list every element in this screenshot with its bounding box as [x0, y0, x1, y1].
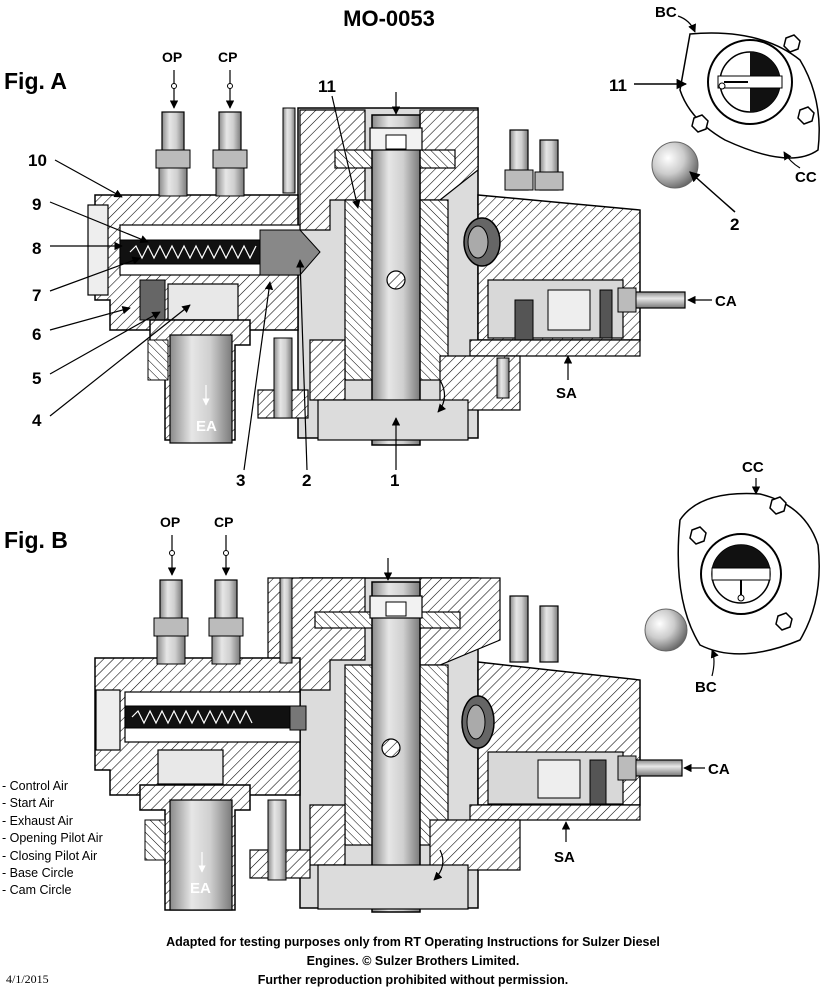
callout-8: 8 — [32, 239, 41, 258]
fig-a-callouts: 1 2 3 4 5 6 7 8 9 10 11 — [28, 77, 401, 490]
legend-item-start-air: - Start Air — [2, 796, 55, 811]
fig-a-label: Fig. A — [4, 68, 67, 94]
fig-b-port-op: OP — [160, 514, 180, 530]
fig-b: Fig. B CA SA — [4, 459, 820, 913]
callout-3: 3 — [236, 471, 245, 490]
fig-b-port-cp: CP — [214, 514, 233, 530]
legend: - Control Air - Start Air - Exhaust Air … — [2, 778, 103, 900]
fig-a-detail-disc: BC CC 11 2 — [609, 4, 820, 234]
callout-7: 7 — [32, 286, 41, 305]
fig-a-op-fitting — [155, 111, 191, 197]
credit-line-2: Engines. © Sulzer Brothers Limited. — [306, 954, 520, 968]
fig-a-port-op: OP — [162, 49, 182, 65]
fig-b-label: Fig. B — [4, 527, 68, 553]
callout-2: 2 — [302, 471, 311, 490]
fig-a-detail-2: 2 — [730, 215, 739, 234]
fig-b-exhaust-pipe — [169, 799, 233, 911]
fig-a: Fig. A CA — [4, 4, 820, 490]
legend-item-exhaust-air: - Exhaust Air — [2, 813, 73, 828]
callout-9: 9 — [32, 195, 41, 214]
callout-6: 6 — [32, 325, 41, 344]
fig-a-exhaust-pipe — [169, 334, 233, 444]
callout-11: 11 — [318, 77, 336, 96]
credit-line-1: Adapted for testing purposes only from R… — [166, 935, 660, 949]
fig-b-port-sa: SA — [554, 849, 575, 866]
fig-b-detail-bc: BC — [695, 679, 717, 696]
fig-a-detail-11: 11 — [609, 76, 627, 95]
fig-a-port-ea: EA — [196, 418, 217, 435]
legend-item-closing-pilot-air: - Closing Pilot Air — [2, 848, 98, 863]
credit-line-3: Further reproduction prohibited without … — [257, 973, 569, 987]
fig-b-op-fitting — [153, 579, 189, 665]
diagram-title: MO-0053 — [343, 6, 435, 31]
document-date: 4/1/2015 — [6, 972, 49, 986]
fig-a-port-cp: CP — [218, 49, 237, 65]
fig-b-cp-fitting — [208, 579, 244, 665]
callout-5: 5 — [32, 369, 41, 388]
fig-a-detail-bc: BC — [655, 4, 677, 21]
fig-a-port-sa: SA — [556, 385, 577, 402]
legend-item-control-air: - Control Air — [2, 779, 68, 793]
callout-10: 10 — [28, 151, 47, 170]
legend-item-opening-pilot-air: - Opening Pilot Air — [2, 831, 103, 846]
fig-b-detail-disc: CC BC — [644, 459, 820, 696]
callout-1: 1 — [390, 471, 399, 490]
credit-notice: Adapted for testing purposes only from R… — [0, 933, 826, 990]
fig-a-port-ca: CA — [715, 293, 737, 310]
legend-item-base-circle: - Base Circle — [2, 866, 74, 881]
fig-b-port-ea: EA — [190, 880, 211, 897]
fig-b-detail-cc: CC — [742, 459, 764, 476]
fig-a-detail-cc: CC — [795, 169, 817, 186]
legend-item-cam-circle: - Cam Circle — [2, 883, 72, 898]
callout-4: 4 — [32, 411, 42, 430]
fig-a-cp-fitting — [212, 111, 248, 197]
fig-b-port-ca: CA — [708, 761, 730, 778]
